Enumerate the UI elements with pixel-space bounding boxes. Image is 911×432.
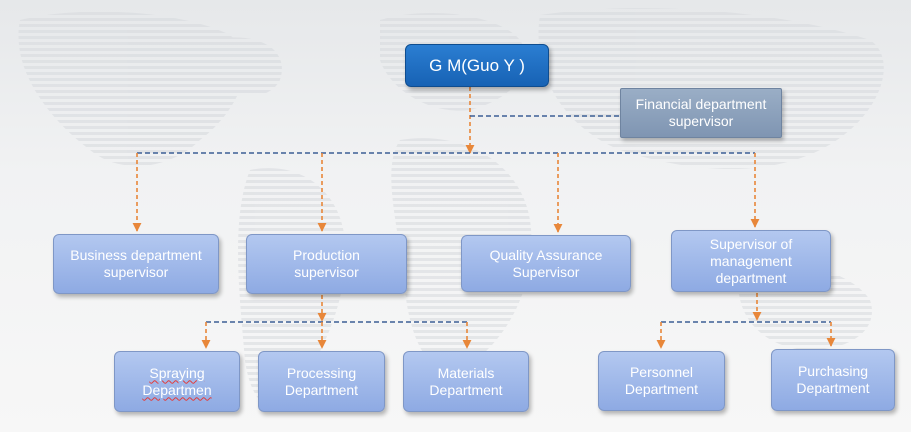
materials-department-label: Materials Department [429, 364, 503, 398]
financial-supervisor-label: Financial department supervisor [635, 96, 767, 129]
purchasing-department-node: Purchasing Department [771, 349, 895, 411]
purchasing-department-label: Purchasing Department [796, 363, 870, 396]
spraying-department-label: Spraying Departmen [142, 364, 212, 398]
personnel-department-node: Personnel Department [598, 351, 725, 411]
spraying-department-node: Spraying Departmen [114, 351, 240, 412]
gm-node: G M(Guo Y ) [405, 44, 549, 87]
business-supervisor-node: Business department supervisor [53, 234, 219, 294]
materials-department-node: Materials Department [403, 351, 529, 412]
management-supervisor-label: Supervisor of management department [709, 235, 793, 286]
business-supervisor-label: Business department supervisor [70, 247, 202, 280]
quality-assurance-supervisor-label: Quality Assurance Supervisor [489, 246, 603, 280]
processing-department-node: Processing Department [258, 351, 385, 412]
personnel-department-label: Personnel Department [624, 364, 699, 397]
gm-label: G M(Guo Y ) [429, 56, 525, 75]
processing-department-label: Processing Department [284, 364, 359, 398]
production-supervisor-label: Production supervisor [293, 247, 360, 280]
quality-assurance-supervisor-node: Quality Assurance Supervisor [461, 235, 631, 292]
production-supervisor-node: Production supervisor [246, 234, 407, 294]
management-supervisor-node: Supervisor of management department [671, 230, 831, 292]
financial-supervisor-node: Financial department supervisor [620, 88, 782, 138]
